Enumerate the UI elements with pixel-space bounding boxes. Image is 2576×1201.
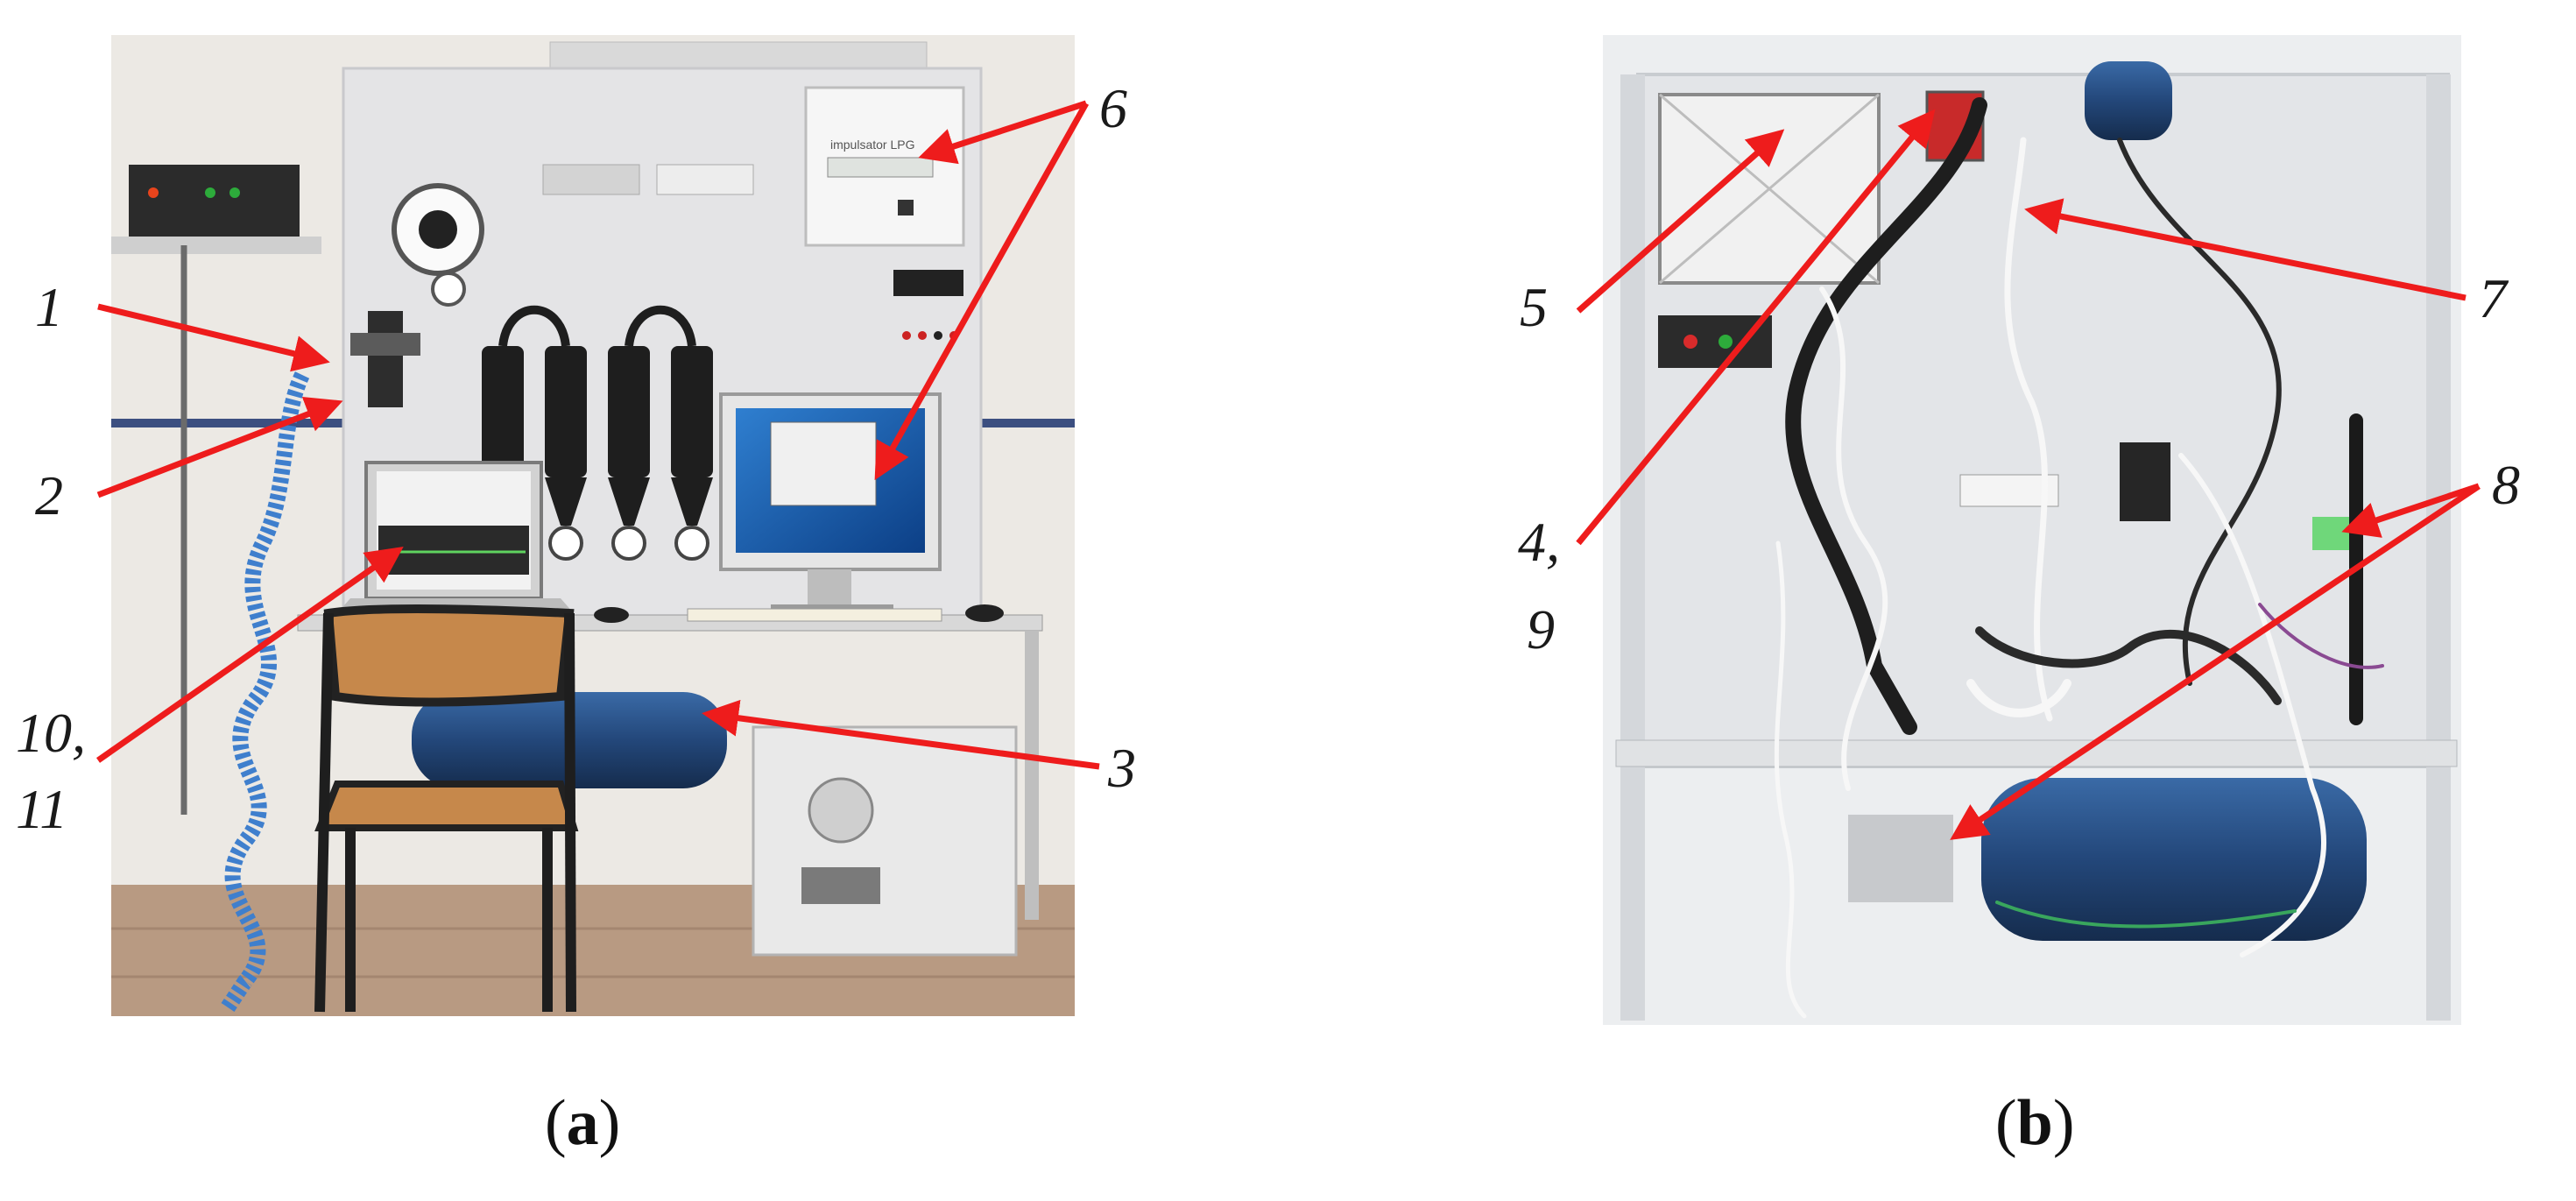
callouts-b: 5 4, 9 7 8 (1518, 267, 2520, 661)
callout-5: 5 (1520, 276, 1548, 338)
coiled-hose (221, 371, 310, 1012)
caption-a-letter: a (566, 1087, 599, 1159)
arrows-panel-a (95, 100, 1100, 770)
callout-11: 11 (16, 778, 67, 840)
caption-a-close: ) (598, 1087, 621, 1159)
arrow-8b (1950, 484, 2481, 840)
caption-a-open: ( (545, 1087, 567, 1159)
arrow-6a (918, 100, 1088, 165)
callout-6: 6 (1099, 77, 1127, 139)
arrows-panel-b (1576, 109, 2481, 840)
callout-10: 10, (16, 702, 86, 764)
callout-7: 7 (2479, 267, 2509, 329)
callout-1: 1 (35, 276, 63, 338)
callout-2: 2 (35, 464, 63, 526)
arrow-4-9 (1576, 109, 1936, 546)
photo-panel-b (1603, 35, 2461, 1025)
chair-a (314, 604, 579, 1013)
callout-4: 4, (1518, 511, 1560, 573)
arrow-1 (97, 303, 330, 372)
callout-9: 9 (1527, 598, 1555, 661)
display-label: impulsator LPG (830, 138, 914, 152)
callouts-a: 1 2 3 6 10, 11 (16, 77, 1136, 840)
monitor-a (719, 392, 942, 615)
caption-b: (b) (1995, 1086, 2074, 1161)
photo-panel-a (111, 35, 1075, 1016)
keyboard (687, 608, 942, 622)
caption-a: (a) (545, 1086, 620, 1161)
arrow-6b (874, 102, 1090, 481)
caption-b-letter: b (2016, 1087, 2053, 1159)
arrow-5 (1576, 129, 1785, 314)
caption-b-close: ) (2052, 1087, 2075, 1159)
laptop-a (337, 461, 574, 613)
caption-b-open: ( (1995, 1087, 2017, 1159)
arrow-7 (2024, 198, 2467, 301)
callout-8: 8 (2492, 454, 2520, 516)
arrow-10-11 (95, 546, 404, 763)
arrow-8a (2341, 483, 2481, 538)
arrow-2 (96, 396, 343, 498)
arrow-3 (702, 699, 1100, 770)
callout-3: 3 (1107, 737, 1136, 799)
